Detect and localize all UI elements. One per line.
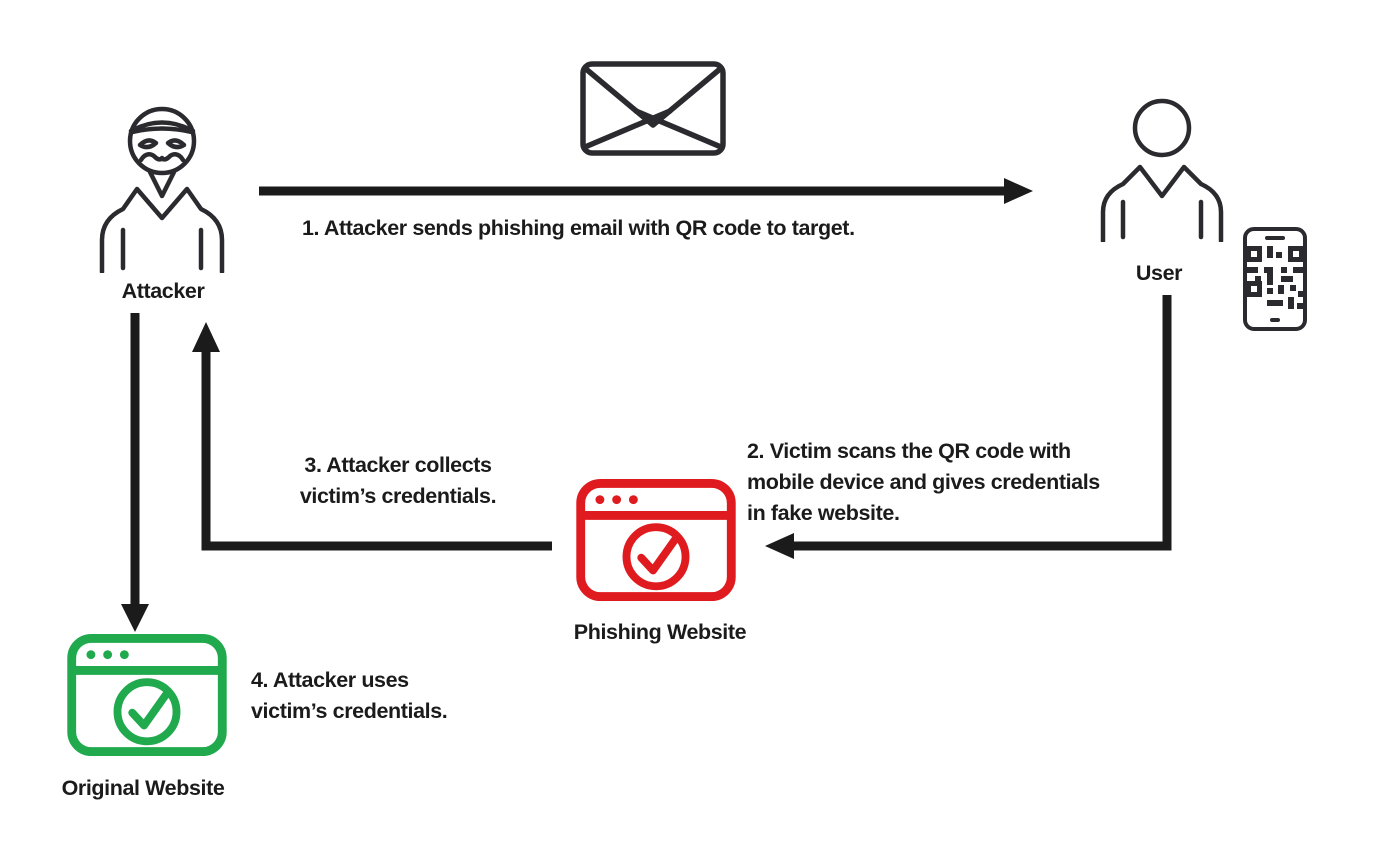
- qr-code-pattern: [1246, 246, 1304, 309]
- step2-text: 2. Victim scans the QR code with mobile …: [747, 439, 1100, 525]
- step1-text: 1. Attacker sends phishing email with QR…: [302, 216, 855, 240]
- step4-text: 4. Attacker uses victim’s credentials.: [251, 668, 448, 723]
- attacker-label: Attacker: [121, 279, 205, 303]
- arrowhead-step3-up: [192, 322, 220, 352]
- step3-text: 3. Attacker collects victim’s credential…: [299, 453, 497, 508]
- original-browser-check-icon: [64, 633, 230, 757]
- arrow-step3: [201, 350, 552, 551]
- phishing-website-label: Phishing Website: [573, 620, 747, 644]
- email-envelope-icon: [580, 61, 726, 156]
- original-website-label: Original Website: [61, 776, 225, 800]
- arrowhead-step4-down: [121, 604, 149, 632]
- arrowhead-step1-right: [1004, 178, 1033, 204]
- arrowhead-step2-left: [765, 533, 794, 559]
- phishing-browser-check-icon: [575, 478, 737, 602]
- user-person-icon: [1100, 98, 1224, 242]
- masked-attacker-icon: [99, 106, 225, 273]
- user-label: User: [1135, 261, 1183, 285]
- phone-qr-code-icon: [1243, 227, 1307, 331]
